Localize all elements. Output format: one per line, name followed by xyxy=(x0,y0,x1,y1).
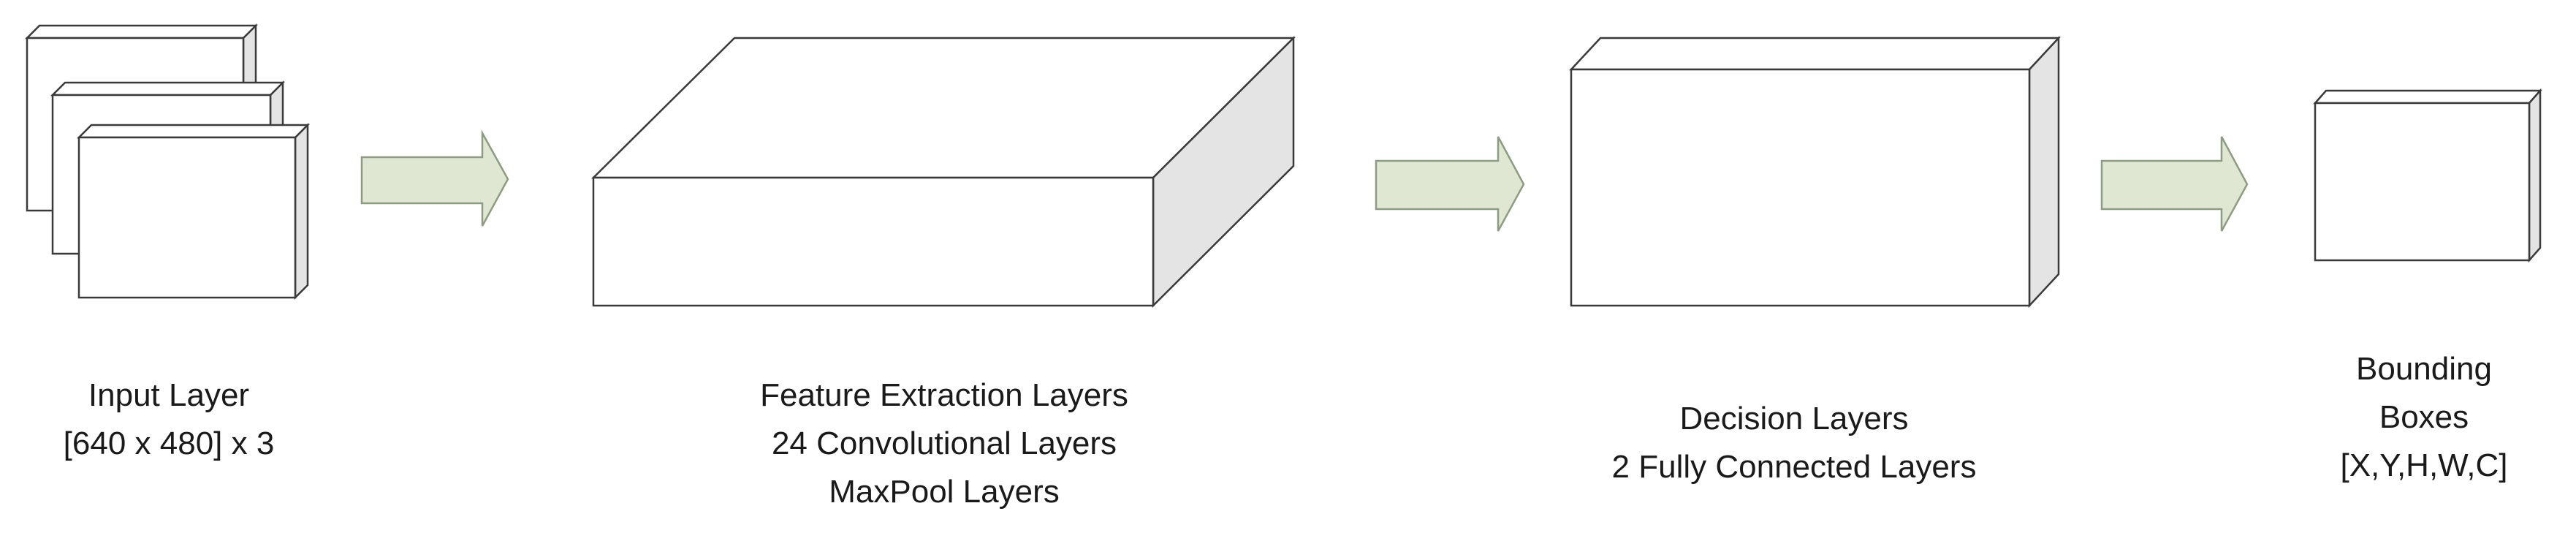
arrow-input-to-feature xyxy=(360,129,509,227)
decision-block-side xyxy=(2028,35,2060,309)
output-caption-line-1: Bounding xyxy=(2356,351,2492,387)
feature-block-front xyxy=(592,176,1155,307)
decision-layers-caption: Decision Layers 2 Fully Connected Layers xyxy=(1612,395,1977,491)
output-block-top xyxy=(2313,89,2542,105)
feature-extraction-block xyxy=(590,35,1296,309)
input-layer-caption: Input Layer [640 x 480] x 3 xyxy=(64,371,275,468)
feature-extraction-caption: Feature Extraction Layers 24 Convolution… xyxy=(760,371,1128,516)
output-block xyxy=(2313,88,2542,263)
arrow-feature-to-decision xyxy=(1375,136,1525,232)
decision-block-top xyxy=(1569,37,2061,71)
decision-block-front xyxy=(1570,68,2031,307)
decision-caption-line-2: 2 Fully Connected Layers xyxy=(1611,449,1977,485)
arrow-2 xyxy=(1375,136,1525,232)
input-frame-stack xyxy=(24,23,311,300)
arrow-3 xyxy=(2100,136,2249,232)
feature-caption-line-3: MaxPool Layers xyxy=(829,474,1060,510)
bounding-boxes-caption: Bounding Boxes [X,Y,H,W,C] xyxy=(2340,345,2507,490)
output-caption-line-2: Boxes xyxy=(2379,399,2469,435)
output-block-front xyxy=(2314,102,2531,262)
input-caption-line-2: [640 x 480] x 3 xyxy=(63,426,275,461)
feature-caption-line-1: Feature Extraction Layers xyxy=(760,377,1128,413)
output-block-side xyxy=(2528,88,2542,263)
input-frame-front xyxy=(76,122,311,300)
decision-caption-line-1: Decision Layers xyxy=(1679,401,1909,436)
feature-caption-line-2: 24 Convolutional Layers xyxy=(771,426,1117,461)
decision-block xyxy=(1569,35,2061,309)
arrow-decision-to-output xyxy=(2100,136,2249,232)
arrow-1 xyxy=(360,129,509,227)
input-caption-line-1: Input Layer xyxy=(88,377,250,413)
output-caption-line-3: [X,Y,H,W,C] xyxy=(2340,447,2508,483)
